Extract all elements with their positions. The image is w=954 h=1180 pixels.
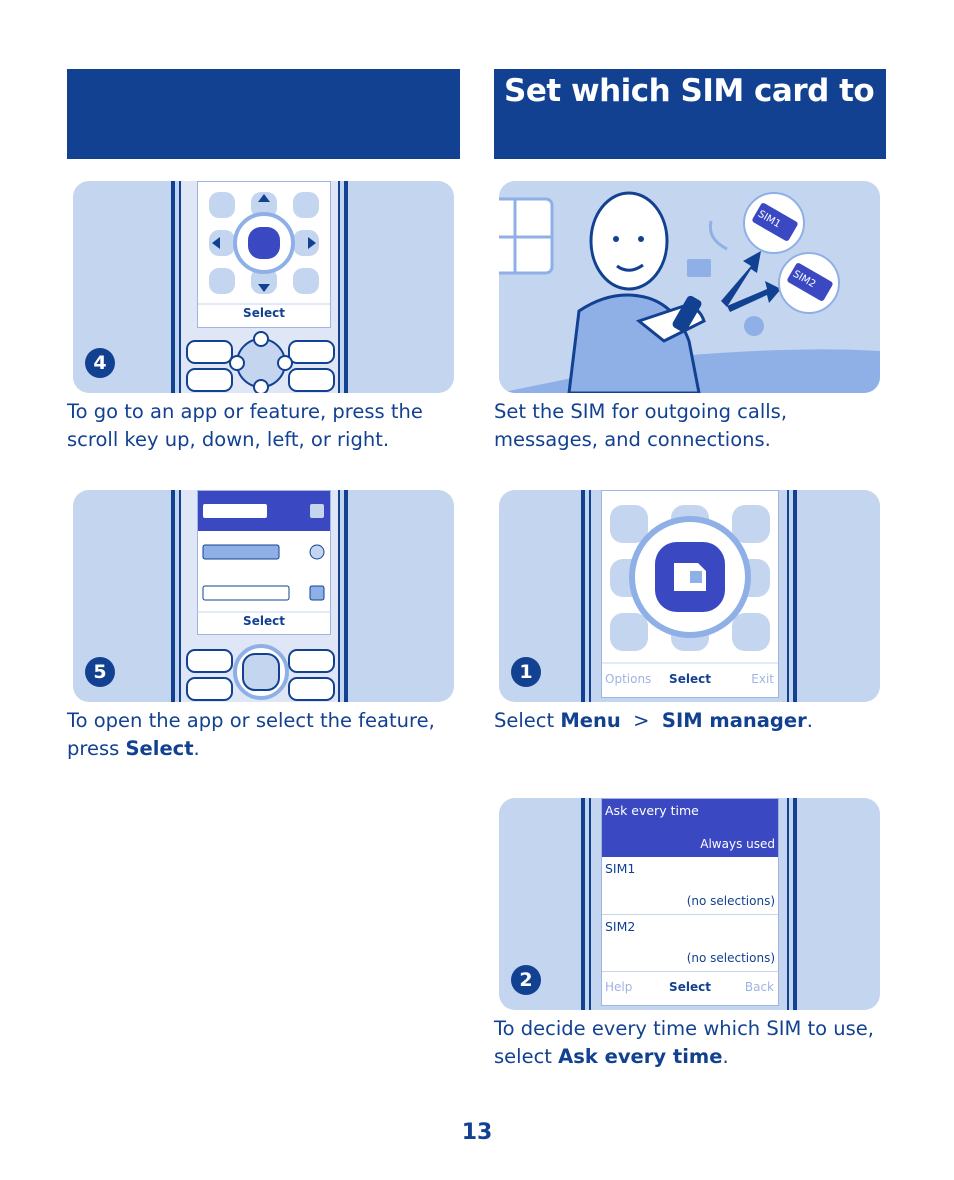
- phone-left-edge: [171, 490, 175, 702]
- softkey-select: Select: [669, 672, 711, 686]
- header-bar-right: Set which SIM card to use: [494, 69, 945, 159]
- caption-text: .: [722, 1045, 729, 1068]
- sim-settings-screen: Ask every time Always used SIM1 (no sele…: [601, 798, 779, 1006]
- list-item-value: (no selections): [686, 951, 775, 965]
- list-item-ask-every-time[interactable]: Ask every time Always used: [602, 799, 778, 857]
- step-number-1: 1: [511, 657, 541, 687]
- step-4-illustration: Select 4: [73, 181, 454, 393]
- step-1-caption: Select Menu > SIM manager.: [494, 707, 886, 735]
- menu-grid: [198, 192, 330, 305]
- caption-text: Select: [494, 709, 561, 732]
- softkey-help: Help: [605, 980, 633, 994]
- softkey-back: Back: [744, 980, 774, 994]
- step-2-illustration: Ask every time Always used SIM1 (no sele…: [499, 798, 880, 1010]
- phone-right-edge: [787, 798, 789, 1010]
- page-title: Set which SIM card to use: [504, 73, 945, 109]
- sim-illustration: SIM1 SIM2: [499, 181, 880, 393]
- step-number-2: 2: [511, 965, 541, 995]
- caption-separator: >: [620, 709, 662, 732]
- caption-bold: Select: [125, 737, 194, 760]
- phone-left-edge: [581, 490, 585, 702]
- intro-caption: Set the SIM for outgoing calls, messages…: [494, 400, 788, 451]
- list-item-title: Ask every time: [605, 803, 699, 818]
- caption-text: .: [193, 737, 200, 760]
- phone-screen: Select: [197, 181, 331, 328]
- step-4-caption: To go to an app or feature, press the sc…: [67, 400, 423, 451]
- list-item-value: Always used: [700, 837, 775, 851]
- phone-right-edge-outer: [793, 798, 797, 1010]
- list-item-sim1[interactable]: SIM1 (no selections): [602, 857, 778, 915]
- softkey-select: Select: [669, 980, 711, 994]
- list-item-title: SIM1: [605, 861, 636, 876]
- phone-left-edge-inner: [589, 798, 591, 1010]
- caption-text: To decide every time which SIM to use, s…: [494, 1017, 875, 1068]
- phone-keypad: [186, 331, 335, 393]
- list-item-value: (no selections): [686, 894, 775, 908]
- phone-left-edge-inner: [589, 490, 591, 702]
- step-5-illustration: Select 5: [73, 490, 454, 702]
- phone-right-edge-outer: [344, 181, 348, 393]
- step-5-caption: To open the app or select the feature, p…: [67, 707, 460, 763]
- step-2-caption: To decide every time which SIM to use, s…: [494, 1015, 889, 1071]
- header-bar-left: [67, 69, 460, 159]
- step-1-illustration: Options Select Exit 1: [499, 490, 880, 702]
- list-item-title: SIM2: [605, 919, 636, 934]
- phone-left-edge: [171, 181, 175, 393]
- phone-keypad: [186, 644, 335, 701]
- phone-right-edge: [338, 181, 340, 393]
- step-number-4: 4: [85, 348, 115, 378]
- page-number: 13: [461, 1120, 493, 1145]
- caption-text: .: [806, 709, 813, 732]
- step-number-5: 5: [85, 657, 115, 687]
- softkey-options: Options: [605, 672, 652, 686]
- caption-bold: Ask every time: [558, 1045, 723, 1068]
- phone-left-edge-inner: [179, 490, 181, 702]
- softkey-select: Select: [243, 614, 285, 628]
- softkey-exit: Exit: [751, 672, 774, 686]
- settings-list: [198, 491, 330, 613]
- list-item-sim2[interactable]: SIM2 (no selections): [602, 915, 778, 972]
- phone-left-edge: [581, 798, 585, 1010]
- phone-right-edge-outer: [793, 490, 797, 702]
- caption-text: To open the app or select the feature, p…: [67, 709, 435, 760]
- caption-bold-menu: Menu: [560, 709, 621, 732]
- main-menu-grid: [602, 505, 778, 664]
- person-with-phone-illustration: [499, 191, 880, 393]
- caption-bold-sim-manager: SIM manager: [661, 709, 807, 732]
- phone-right-edge: [338, 490, 340, 702]
- softkey-select: Select: [243, 306, 285, 320]
- phone-right-edge: [787, 490, 789, 702]
- phone-right-edge-outer: [344, 490, 348, 702]
- phone-left-edge-inner: [179, 181, 181, 393]
- phone-screen: Select: [197, 490, 331, 635]
- phone-screen: Options Select Exit: [601, 490, 779, 698]
